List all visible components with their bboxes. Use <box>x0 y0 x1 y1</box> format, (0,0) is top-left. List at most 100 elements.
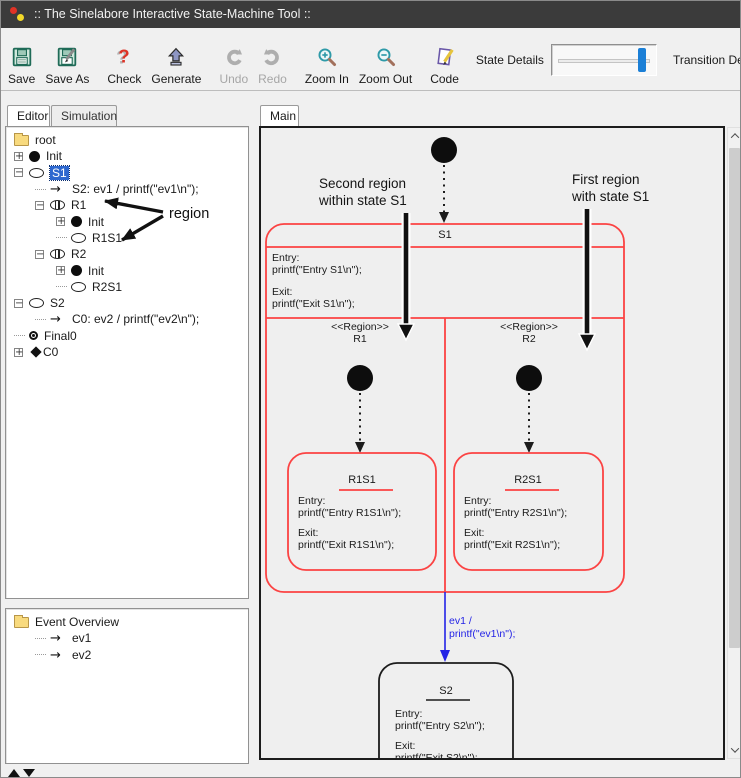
collapse-icon[interactable] <box>35 249 44 259</box>
app-logo-yellow-dot-icon <box>17 14 24 21</box>
r2-stereotype: <<Region>> <box>500 321 558 333</box>
vertical-scrollbar[interactable] <box>727 127 740 759</box>
event-overview-panel: Event Overview ev1 ev2 <box>5 608 249 764</box>
state-s2[interactable]: S2 Entry: printf("Entry S2\n"); Exit: pr… <box>378 662 514 758</box>
ev1-label-line2: printf("ev1\n"); <box>449 628 515 640</box>
generate-icon <box>166 44 186 70</box>
expand-icon[interactable] <box>56 217 65 227</box>
state-details-label: State Details <box>475 52 544 67</box>
initial-state-top[interactable] <box>431 137 457 223</box>
r1s1-exit-label: Exit: <box>298 527 318 539</box>
event-item-ev1[interactable]: ev1 <box>6 630 248 646</box>
tree-item-r1[interactable]: R1 <box>6 197 248 213</box>
collapse-icon[interactable] <box>14 298 23 308</box>
expand-icon[interactable] <box>56 266 65 276</box>
tab-simulation[interactable]: Simulation <box>51 105 117 126</box>
state-icon <box>71 232 86 243</box>
region-icon <box>50 200 65 211</box>
r2s1-entry-label: Entry: <box>464 495 491 507</box>
toolbar: Save Save As ?? Check Generate Undo <box>1 28 740 91</box>
tree-item-label: Init <box>88 214 105 229</box>
r1s1-entry-code: printf("Entry R1S1\n"); <box>298 507 401 519</box>
redo-button[interactable]: Redo <box>253 31 292 88</box>
event-overview-root[interactable]: Event Overview <box>6 614 248 630</box>
zoom-in-button[interactable]: Zoom In <box>300 31 354 88</box>
tree-item-c0[interactable]: C0 <box>6 344 248 360</box>
event-arrow-icon <box>50 631 66 645</box>
state-s1[interactable]: S1 Entry: printf("Entry S1\n"); Exit: pr… <box>265 223 625 593</box>
tree-item-s2[interactable]: S2 <box>6 295 248 311</box>
event-item-ev2[interactable]: ev2 <box>6 647 248 663</box>
expand-icon[interactable] <box>14 347 23 357</box>
region-r2[interactable]: <<Region>> R2 <box>500 321 558 453</box>
tree-item-r2s1[interactable]: R2S1 <box>6 279 248 295</box>
zoom-in-icon <box>317 44 337 70</box>
tree-item-label: S2 <box>50 296 65 311</box>
window-title: :: The Sinelabore Interactive State-Mach… <box>34 7 311 21</box>
redo-icon <box>262 44 282 70</box>
tree-item-r2[interactable]: R2 <box>6 246 248 262</box>
check-button[interactable]: ?? Check <box>102 31 146 88</box>
chevron-down-icon <box>730 744 739 753</box>
choice-state-icon <box>30 346 42 358</box>
undo-label: Undo <box>219 72 249 86</box>
tree-item-transition-c0[interactable]: C0: ev2 / printf("ev2\n"); <box>6 311 248 327</box>
ev1-label-line1: ev1 / <box>449 615 472 627</box>
initial-state-r2[interactable] <box>516 365 542 391</box>
annotation-right-line2: with state S1 <box>571 189 649 204</box>
s1-entry-code: printf("Entry S1\n"); <box>272 264 362 276</box>
state-r1s1[interactable]: R1S1 Entry: printf("Entry R1S1\n"); Exit… <box>287 452 437 571</box>
folder-icon <box>14 615 29 629</box>
tree-item-label: Init <box>46 149 63 164</box>
r2-name: R2 <box>522 333 536 345</box>
tree-item-init[interactable]: Init <box>6 262 248 278</box>
generate-button[interactable]: Generate <box>146 31 206 88</box>
title-bar: :: The Sinelabore Interactive State-Mach… <box>1 1 740 28</box>
svg-text:?: ? <box>119 46 130 67</box>
state-details-slider[interactable] <box>550 43 657 76</box>
tree-item-transition-s2[interactable]: S2: ev1 / printf("ev1\n"); <box>6 181 248 197</box>
zoom-in-label: Zoom In <box>304 72 349 86</box>
tree-connector <box>56 237 67 239</box>
scroll-up-button[interactable] <box>728 128 740 144</box>
scroll-down-button[interactable] <box>728 742 740 758</box>
scrollbar-thumb[interactable] <box>729 148 740 648</box>
save-button[interactable]: Save <box>3 31 40 88</box>
tree-item-root[interactable]: root <box>6 132 248 148</box>
r1-name: R1 <box>353 333 367 345</box>
expand-icon[interactable] <box>14 151 23 161</box>
tab-main[interactable]: Main <box>260 105 299 126</box>
diagram-canvas[interactable]: S1 Entry: printf("Entry S1\n"); Exit: pr… <box>259 126 725 760</box>
collapse-up-icon[interactable] <box>8 769 20 777</box>
region-r1[interactable]: <<Region>> R1 <box>331 321 389 453</box>
initial-state-icon <box>29 150 40 162</box>
tree-item-final0[interactable]: Final0 <box>6 328 248 344</box>
tab-editor[interactable]: Editor <box>7 105 50 126</box>
tree-item-s1[interactable]: S1 <box>6 164 248 181</box>
tree-item-label: R2S1 <box>92 279 123 294</box>
tree-item-label: root <box>35 133 56 148</box>
save-as-button[interactable]: Save As <box>40 31 94 88</box>
splitter-collapse-control[interactable] <box>8 769 35 777</box>
collapse-down-icon[interactable] <box>23 769 35 777</box>
tree-item-init[interactable]: Init <box>6 213 248 229</box>
transition-ev1[interactable]: ev1 / printf("ev1\n"); <box>440 592 515 662</box>
check-label: Check <box>107 72 142 86</box>
annotation-right-line1: First region <box>572 172 640 187</box>
undo-button[interactable]: Undo <box>214 31 253 88</box>
tree-item-init[interactable]: Init <box>6 148 248 164</box>
s1-exit-code: printf("Exit S1\n"); <box>272 298 355 310</box>
zoom-out-button[interactable]: Zoom Out <box>354 31 417 88</box>
slider-handle[interactable] <box>637 47 646 72</box>
state-icon <box>71 281 86 292</box>
collapse-icon[interactable] <box>35 200 44 210</box>
state-r2s1[interactable]: R2S1 Entry: printf("Entry R2S1\n"); Exit… <box>453 452 604 571</box>
save-icon <box>12 44 32 70</box>
collapse-icon[interactable] <box>14 168 23 178</box>
tree-item-r1s1[interactable]: R1S1 <box>6 230 248 246</box>
code-button[interactable]: Code <box>425 31 464 88</box>
initial-state-r1[interactable] <box>347 365 373 391</box>
transition-details-group: Transition Details <box>669 31 740 88</box>
s2-exit-label: Exit: <box>395 740 415 752</box>
state-s1-title: S1 <box>438 229 451 241</box>
